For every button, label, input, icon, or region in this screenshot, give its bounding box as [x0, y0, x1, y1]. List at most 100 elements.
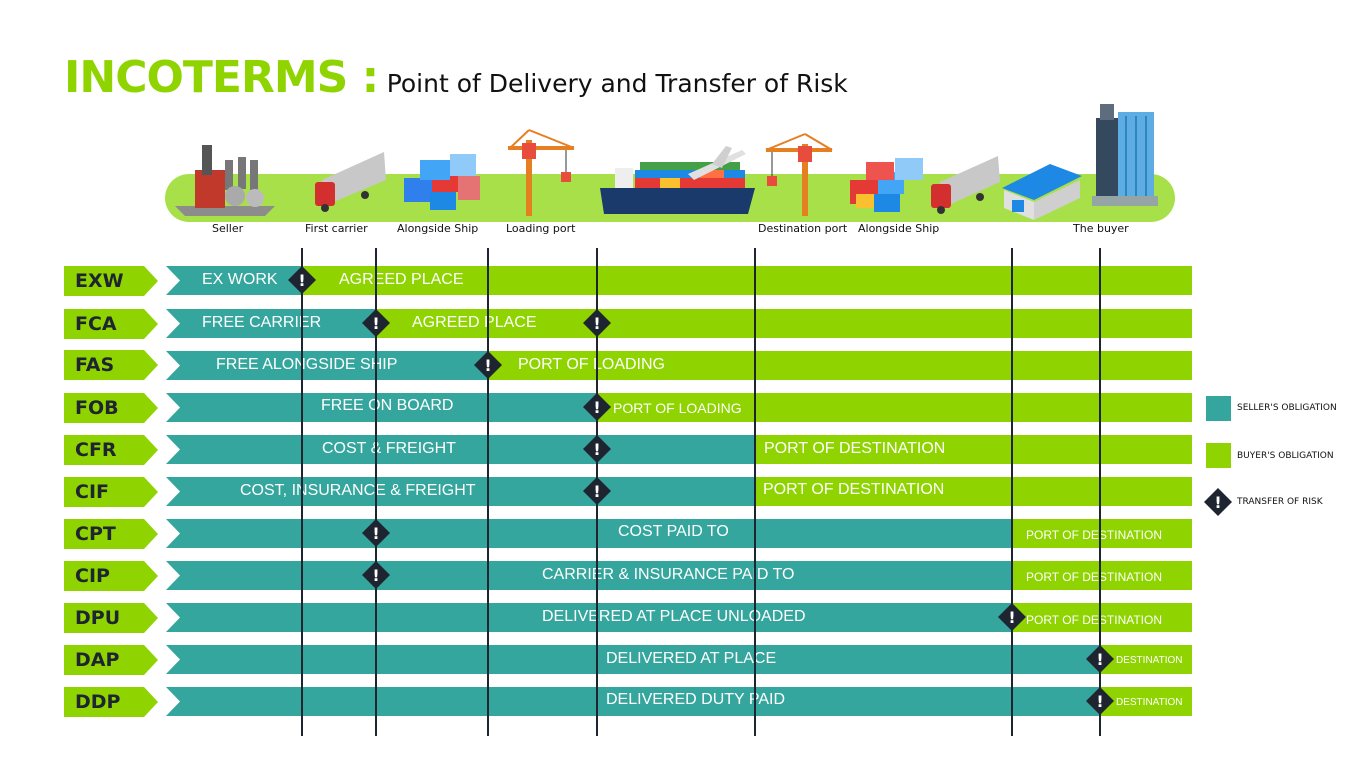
buyer-bar — [302, 266, 1192, 295]
logistics-illustration — [165, 104, 1175, 222]
svg-text:!: ! — [593, 398, 600, 417]
svg-text:!: ! — [593, 482, 600, 501]
stage-label-alongside-ship: Alongside Ship — [397, 222, 479, 235]
seller-bar — [166, 687, 1100, 716]
dap-buyer-label: DESTINATION — [1116, 655, 1183, 666]
svg-text:!: ! — [372, 524, 379, 543]
svg-text:!: ! — [484, 356, 491, 375]
buildings-icon — [1092, 104, 1158, 206]
row-cif — [166, 477, 1192, 506]
stage-divider-line — [375, 248, 377, 736]
term-code-cip: CIP — [64, 561, 158, 591]
ddp-buyer-label: DESTINATION — [1116, 697, 1183, 708]
svg-text:!: ! — [1214, 493, 1221, 512]
svg-text:!: ! — [372, 314, 379, 333]
exw-seller-label: EX WORK — [202, 271, 278, 288]
exw-buyer-label: AGREED PLACE — [339, 271, 464, 288]
risk-transfer-icon: ! — [288, 266, 316, 294]
risk-transfer-icon: ! — [362, 309, 390, 337]
row-fob — [166, 393, 1192, 422]
svg-text:!: ! — [298, 271, 305, 290]
term-code-fas: FAS — [64, 350, 158, 380]
cip-seller-label: CARRIER & INSURANCE PAID TO — [542, 566, 795, 583]
term-code-cpt: CPT — [64, 519, 158, 549]
title-main: INCOTERMS : — [64, 52, 379, 103]
row-dpu — [166, 603, 1192, 632]
cpt-buyer-label: PORT OF DESTINATION — [1026, 528, 1163, 542]
risk-transfer-icon: ! — [998, 603, 1026, 631]
term-code-dpu: DPU — [64, 603, 158, 633]
stage-divider-line — [1099, 248, 1101, 736]
containers-icon — [404, 154, 480, 210]
row-fas — [166, 351, 1192, 380]
term-code-cfr: CFR — [64, 435, 158, 465]
buyer-bar — [755, 477, 1192, 506]
svg-text:!: ! — [593, 314, 600, 333]
dpu-buyer-label: PORT OF DESTINATION — [1026, 613, 1163, 627]
cif-seller-label: COST, INSURANCE & FREIGHT — [240, 482, 476, 499]
fca-buyer-label: AGREED PLACE — [412, 314, 537, 331]
term-code-fob: FOB — [64, 393, 158, 423]
truck-icon — [315, 152, 386, 212]
svg-text:!: ! — [1008, 608, 1015, 627]
risk-transfer-icon: ! — [583, 435, 611, 463]
cfr-seller-label: COST & FREIGHT — [322, 440, 456, 457]
stage-label-first-carrier: First carrier — [305, 222, 368, 235]
svg-text:!: ! — [593, 440, 600, 459]
stage-label-the-buyer: The buyer — [1073, 222, 1129, 235]
stage-divider-line — [487, 248, 489, 736]
seller-bar — [166, 309, 376, 338]
cif-buyer-label: PORT OF DESTINATION — [763, 481, 945, 498]
fob-seller-label: FREE ON BOARD — [321, 397, 454, 414]
cfr-buyer-label: PORT OF DESTINATION — [764, 440, 946, 457]
stage-divider-line — [1011, 248, 1013, 736]
seller-bar — [166, 435, 755, 464]
buyer-bar — [1100, 687, 1192, 716]
buyer-bar — [755, 435, 1192, 464]
dpu-seller-label: DELIVERED AT PLACE UNLOADED — [542, 608, 806, 625]
stage-label-destination-port: Destination port — [758, 222, 848, 235]
cpt-seller-label: COST PAID TO — [618, 523, 729, 540]
cip-buyer-label: PORT OF DESTINATION — [1026, 570, 1163, 584]
legend-seller-label: SELLER'S OBLIGATION — [1237, 403, 1337, 413]
row-fca — [166, 309, 1192, 338]
stage-label-alongside-ship-dest: Alongside Ship — [858, 222, 940, 235]
risk-transfer-icon: ! — [362, 519, 390, 547]
legend-seller-swatch — [1206, 396, 1231, 421]
svg-text:!: ! — [372, 566, 379, 585]
truck-icon — [931, 156, 1000, 214]
dap-seller-label: DELIVERED AT PLACE — [606, 650, 777, 667]
factory-icon — [175, 145, 275, 216]
buyer-bar — [488, 351, 1192, 380]
svg-text:!: ! — [1096, 692, 1103, 711]
fas-seller-label: FREE ALONGSIDE SHIP — [216, 356, 398, 373]
seller-bar — [166, 266, 302, 295]
risk-transfer-icon: ! — [1086, 687, 1114, 715]
legend-risk-icon: ! — [1204, 488, 1232, 516]
svg-text:!: ! — [1096, 650, 1103, 669]
crane-icon — [765, 133, 833, 216]
risk-transfer-icon: ! — [583, 309, 611, 337]
row-exw — [166, 266, 1192, 295]
term-code-exw: EXW — [64, 266, 158, 296]
seller-bar — [166, 393, 597, 422]
fas-buyer-label: PORT OF LOADING — [518, 356, 665, 373]
buyer-bar — [597, 393, 1192, 422]
title-sub: Point of Delivery and Transfer of Risk — [386, 69, 848, 98]
fob-buyer-label: PORT OF LOADING — [613, 400, 742, 416]
row-cfr — [166, 435, 1192, 464]
term-code-ddp: DDP — [64, 687, 158, 717]
seller-bar — [166, 519, 1012, 548]
term-code-dap: DAP — [64, 645, 158, 675]
stage-label-loading-port: Loading port — [506, 222, 576, 235]
row-ddp — [166, 687, 1192, 716]
fca-seller-label: FREE CARRIER — [202, 314, 322, 331]
risk-transfer-icon: ! — [362, 561, 390, 589]
risk-transfer-icon: ! — [583, 393, 611, 421]
risk-transfer-icon: ! — [474, 351, 502, 379]
stage-label-seller: Seller — [212, 222, 244, 235]
buyer-bar — [1100, 645, 1192, 674]
stage-divider-line — [301, 248, 303, 736]
row-dap — [166, 645, 1192, 674]
